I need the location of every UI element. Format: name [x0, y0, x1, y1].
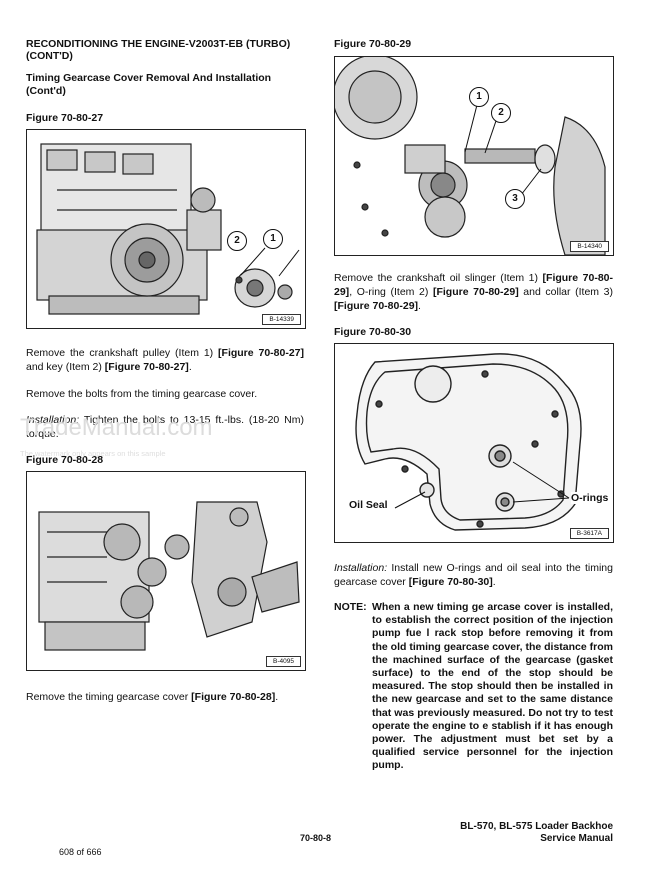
- footer-model: BL-570, BL-575 Loader Backhoe: [460, 821, 613, 832]
- footer-page-code: 70-80-8: [300, 833, 332, 843]
- footer-page-count: 608 of 666: [59, 847, 102, 857]
- paragraph-remove-cover: Remove the timing gearcase cover [Figure…: [26, 691, 279, 703]
- figure-code: B-3617A: [569, 528, 609, 539]
- figure-70-80-30-label: Figure 70-80-30: [334, 326, 412, 338]
- oil-slinger-illustration: [335, 57, 606, 255]
- paragraph-remove-bolts: Remove the bolts from the timing gearcas…: [26, 388, 258, 400]
- figure-70-80-28: B-4095: [26, 471, 306, 671]
- figure-code: B-14340: [570, 241, 609, 252]
- note-label: NOTE:: [334, 601, 367, 613]
- paragraph-install-orings: Installation: Install new O-rings and oi…: [334, 562, 613, 588]
- paragraph-installation-torque: Installation: Tighten the bolts to 13-15…: [26, 414, 304, 440]
- gearcase-cover-illustration: [38, 501, 300, 651]
- watermark-subtext: The watermark only appears on this sampl…: [20, 449, 166, 458]
- o-rings-label: O-rings: [571, 492, 609, 504]
- note-text: When a new timing ge arcase cover is ins…: [372, 601, 613, 772]
- figure-70-80-27-label: Figure 70-80-27: [26, 112, 104, 124]
- figure-70-80-27: 2 1 B-14339: [26, 129, 306, 329]
- subsection-title: Timing Gearcase Cover Removal And Instal…: [26, 72, 272, 97]
- figure-70-80-29-label: Figure 70-80-29: [334, 38, 412, 50]
- callout-1: 1: [469, 87, 489, 107]
- figure-70-80-30: Oil Seal O-rings B-3617A: [334, 343, 614, 543]
- callout-1: 1: [263, 229, 283, 249]
- figure-code: B-4095: [266, 656, 301, 667]
- oil-seal-label: Oil Seal: [349, 499, 388, 511]
- gearcase-cover-gasket-diagram: [355, 353, 582, 531]
- watermark: TradeManual.com: [20, 414, 213, 441]
- callout-2: 2: [491, 103, 511, 123]
- callout-3: 3: [505, 189, 525, 209]
- paragraph-remove-pulley: Remove the crankshaft pulley (Item 1) [F…: [26, 347, 305, 373]
- footer-manual: Service Manual: [540, 833, 613, 844]
- figure-code: B-14339: [262, 314, 301, 325]
- callout-2: 2: [227, 231, 247, 251]
- figure-70-80-29: 1 2 3 B-14340: [334, 56, 614, 256]
- engine-pulley-illustration: [36, 143, 300, 315]
- section-title: RECONDITIONING THE ENGINE-V2003T-EB (TUR…: [26, 38, 291, 62]
- paragraph-remove-slinger: Remove the crankshaft oil slinger (Item …: [334, 272, 613, 312]
- figure-70-80-28-label: Figure 70-80-28: [26, 454, 104, 466]
